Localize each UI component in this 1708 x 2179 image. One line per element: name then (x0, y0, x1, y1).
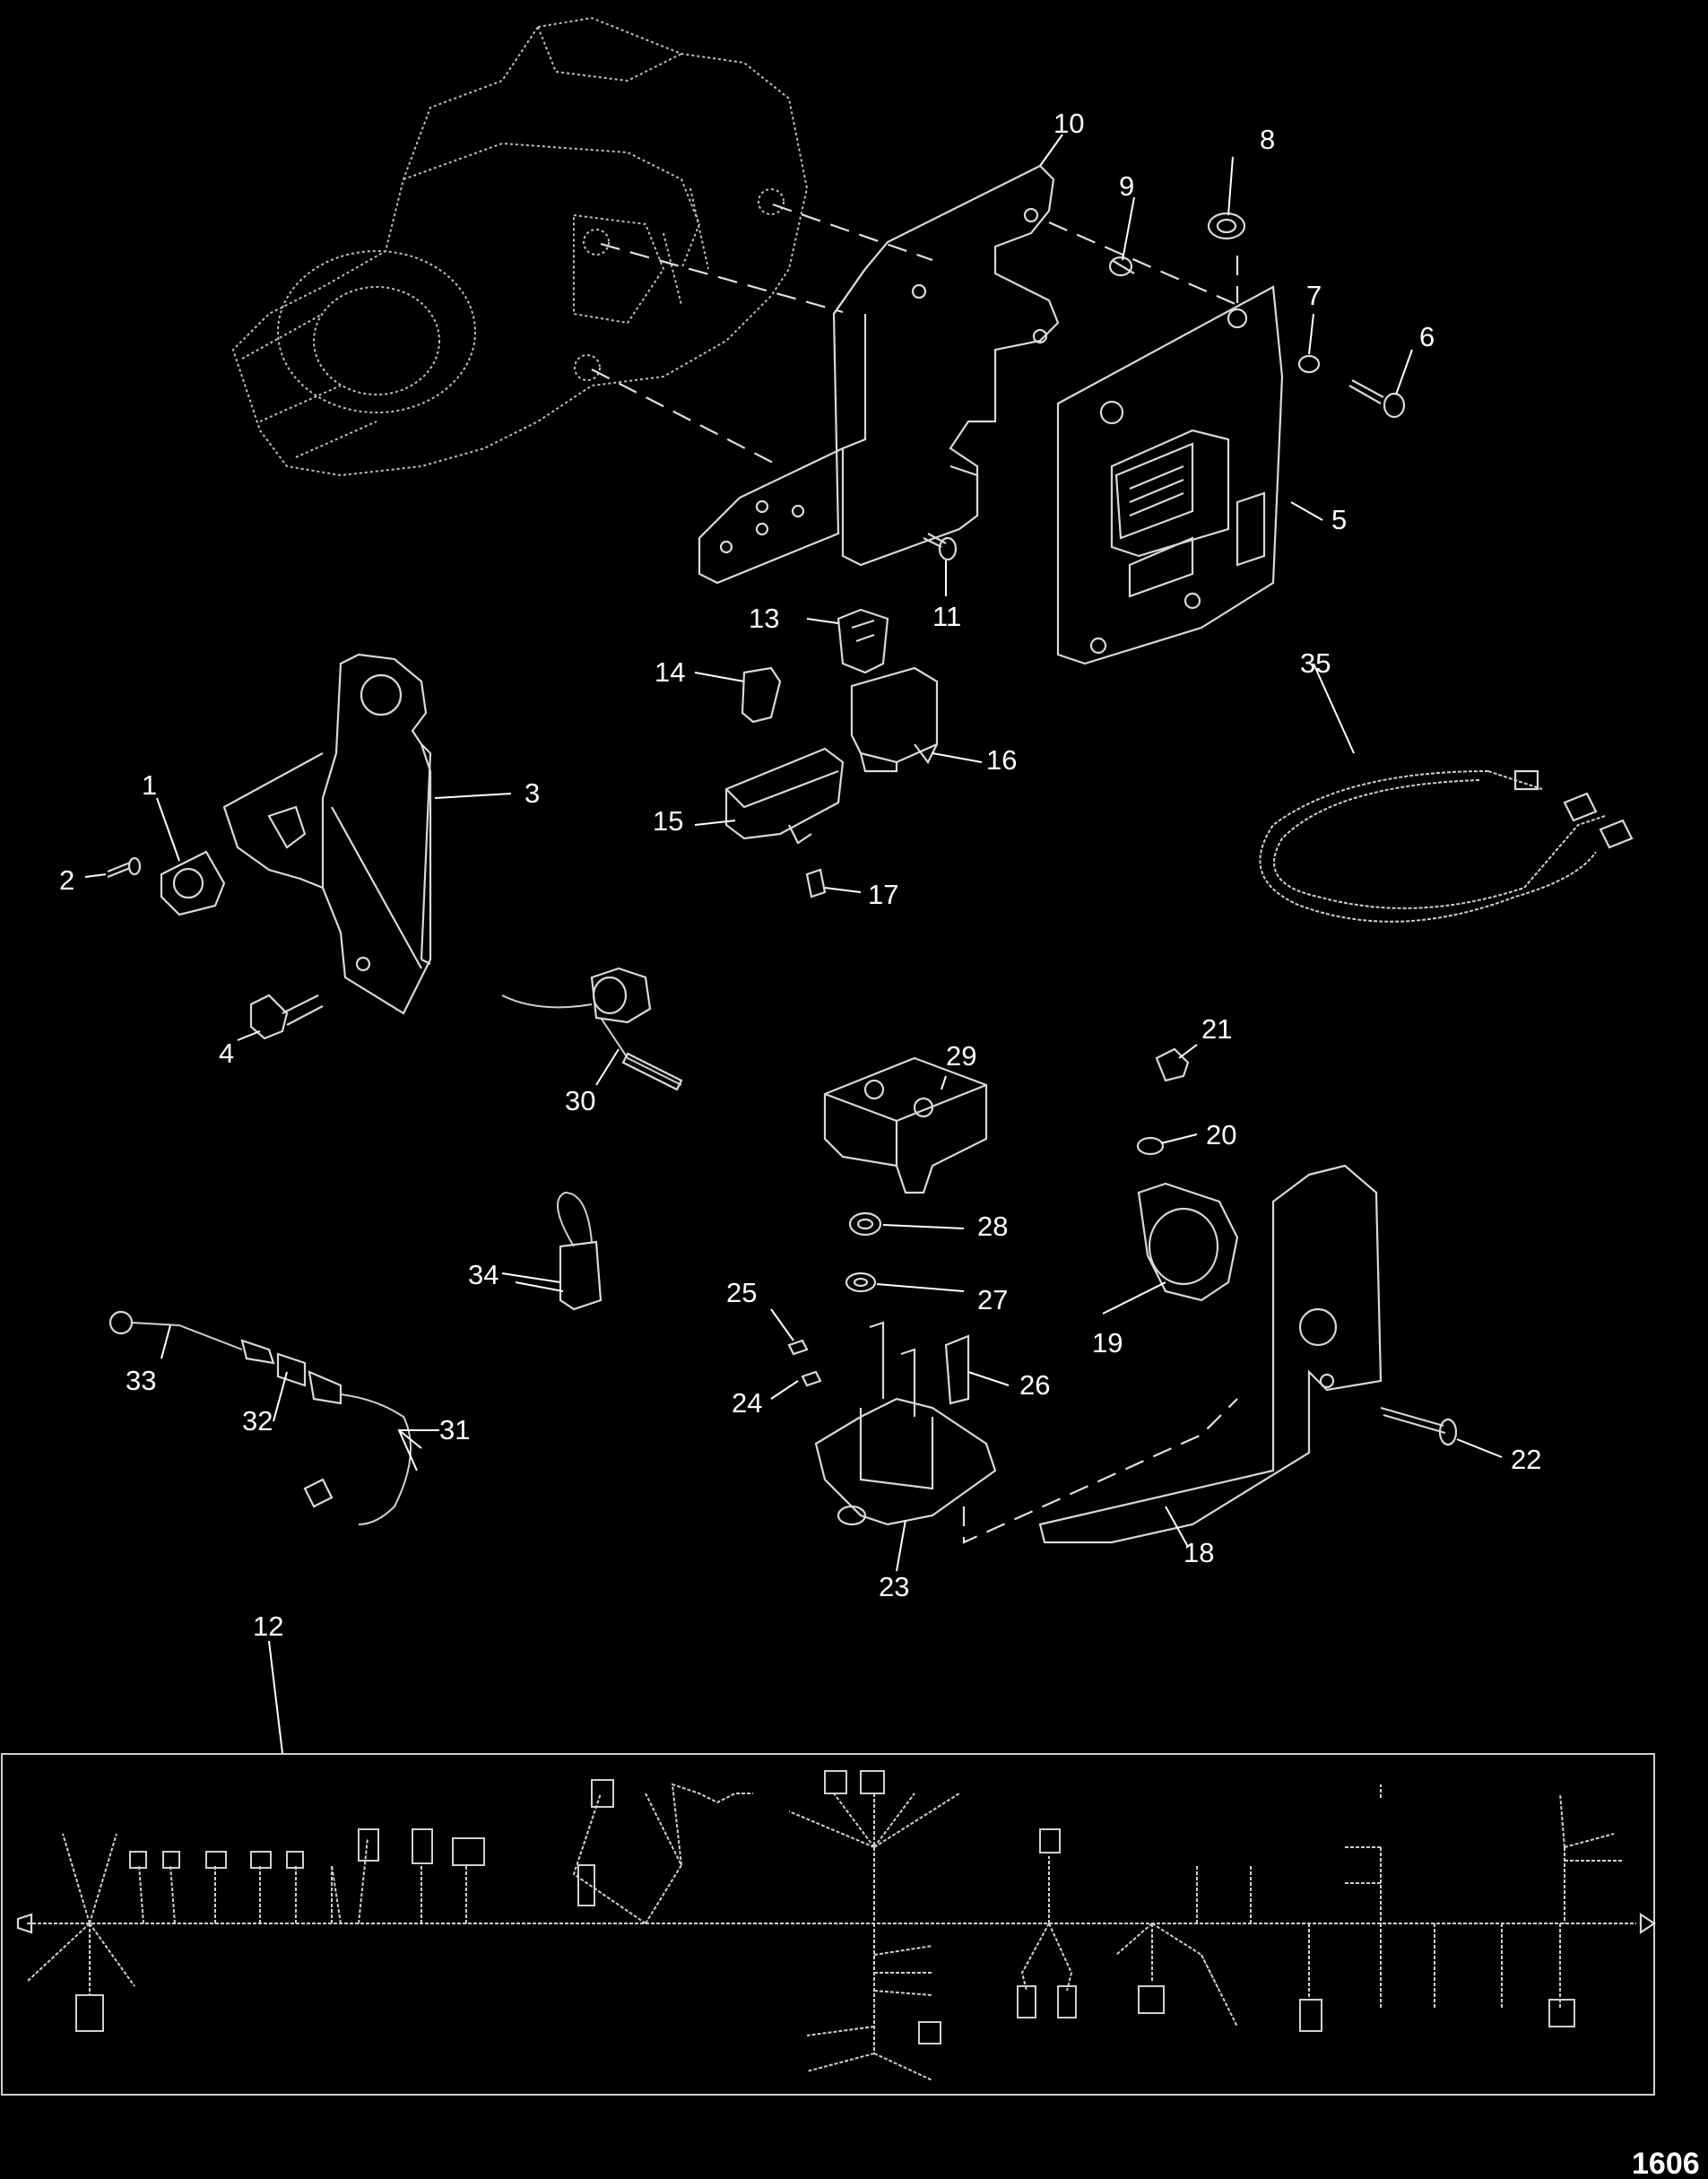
callout-9: 9 (1119, 170, 1134, 202)
callout-3: 3 (525, 777, 540, 809)
callout-26: 26 (1019, 1369, 1050, 1401)
callout-11: 11 (932, 601, 961, 632)
callout-leaders (84, 134, 1503, 1754)
callout-7: 7 (1306, 280, 1322, 311)
callout-35: 35 (1300, 647, 1331, 679)
engine-housing-drawing (231, 16, 809, 477)
callout-6: 6 (1419, 321, 1435, 352)
callout-23: 23 (879, 1571, 909, 1602)
main-wiring-harness-drawing (1, 1753, 1656, 2096)
ecm-module-drawing (1056, 285, 1284, 665)
callout-4: 4 (219, 1037, 234, 1069)
callout-20: 20 (1206, 1119, 1236, 1150)
callout-1: 1 (142, 769, 157, 801)
callout-27: 27 (977, 1284, 1008, 1315)
callout-21: 21 (1201, 1013, 1232, 1045)
screw-11-drawing (923, 533, 958, 561)
callout-31: 31 (439, 1414, 470, 1445)
mounting-bracket-drawing (698, 164, 1060, 585)
callout-labels: 1 2 3 4 5 6 7 8 9 10 11 12 13 14 15 16 1… (59, 108, 1541, 1642)
callout-34: 34 (468, 1259, 499, 1290)
solenoid-assembly-drawing (787, 1047, 1458, 1544)
callout-14: 14 (655, 656, 685, 688)
callout-16: 16 (986, 744, 1017, 776)
figure-number: 1606 (1632, 2147, 1700, 2179)
callout-10: 10 (1053, 108, 1084, 139)
callout-5: 5 (1331, 504, 1347, 535)
sensor-30-drawing (501, 967, 683, 1091)
callout-8: 8 (1260, 124, 1275, 155)
callout-32: 32 (242, 1405, 273, 1437)
jumper-and-ground-leads-drawing (108, 1191, 603, 1525)
callout-24: 24 (732, 1387, 762, 1419)
callout-29: 29 (946, 1040, 976, 1072)
callout-18: 18 (1183, 1537, 1214, 1568)
callout-25: 25 (726, 1277, 757, 1308)
callout-2: 2 (59, 864, 74, 896)
small-hardware-drawing (1108, 212, 1406, 419)
callout-17: 17 (868, 879, 898, 910)
bracket-3-drawing (107, 653, 432, 1040)
harness-35-drawing (1259, 769, 1634, 923)
callout-12: 12 (253, 1610, 283, 1642)
callout-13: 13 (749, 603, 779, 634)
callout-22: 22 (1511, 1444, 1541, 1475)
callout-30: 30 (565, 1085, 595, 1116)
callout-33: 33 (126, 1365, 156, 1396)
callout-15: 15 (653, 805, 683, 837)
relay-and-fuse-drawing (724, 608, 939, 899)
callout-19: 19 (1092, 1327, 1123, 1359)
callout-28: 28 (977, 1211, 1008, 1242)
